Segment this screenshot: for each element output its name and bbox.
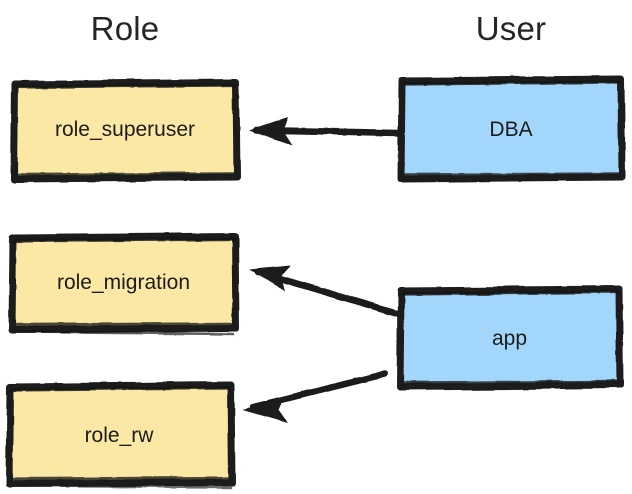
column-header-role: Role [90,10,160,47]
column-header-user: User [475,10,547,47]
node-DBA[interactable] [397,75,626,183]
edge-app-to-rw [243,370,389,423]
edge-app-to-migration [249,265,403,318]
edge-dba-to-superuser [249,117,403,145]
node-role_superuser[interactable] [10,78,241,183]
node-role_migration[interactable] [8,232,240,336]
node-role_rw[interactable] [5,381,236,489]
node-app[interactable] [396,285,624,391]
